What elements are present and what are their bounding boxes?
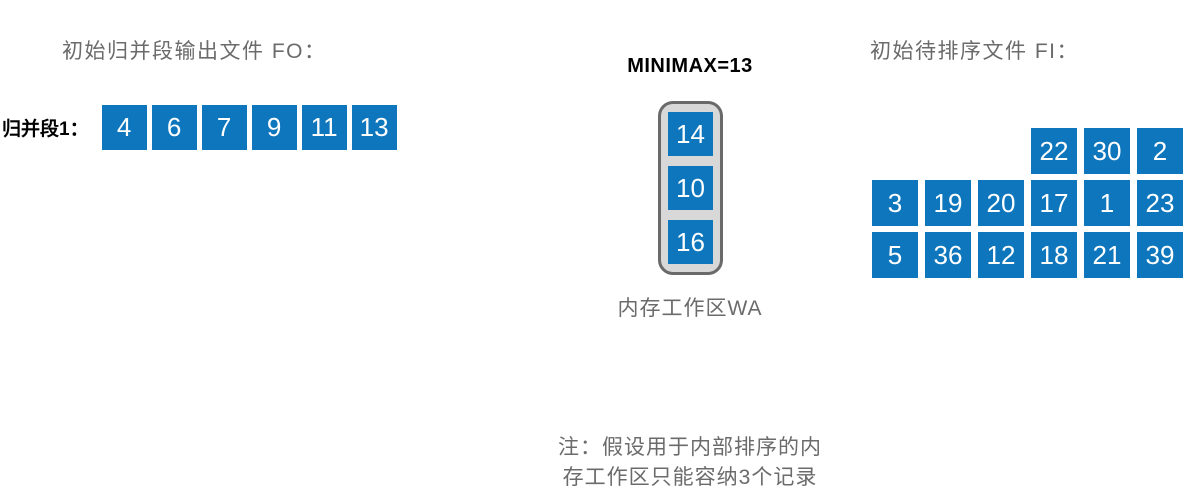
fi-cell-r3c3: 12 <box>978 232 1024 278</box>
wa-cell-1: 14 <box>668 112 713 156</box>
fo-cell-5: 11 <box>301 105 347 150</box>
fi-grid: 22 30 2 3 19 20 17 1 23 5 36 12 18 21 39 <box>872 128 1183 278</box>
fi-cell-r2c4: 17 <box>1031 180 1077 226</box>
fi-cell-r2c6: 23 <box>1137 180 1183 226</box>
fo-cell-3: 7 <box>201 105 247 150</box>
fi-cell-r1c4: 22 <box>1031 128 1077 174</box>
minimax-label: MINIMAX=13 <box>627 55 753 77</box>
fi-cell-r2c1: 3 <box>872 180 918 226</box>
fi-title: 初始待排序文件 FI： <box>870 40 1079 63</box>
fi-cell-r2c2: 19 <box>925 180 971 226</box>
note-line-1: 注：假设用于内部排序的内 <box>558 436 822 459</box>
fi-cell-r3c2: 36 <box>925 232 971 278</box>
fi-cell-r1c5: 30 <box>1084 128 1130 174</box>
fi-cell-r3c4: 18 <box>1031 232 1077 278</box>
wa-cell-3: 16 <box>668 220 713 264</box>
note-text: 注：假设用于内部排序的内 存工作区只能容纳3个记录 <box>440 433 940 493</box>
fo-cell-4: 9 <box>251 105 297 150</box>
fo-cells: 4 6 7 9 11 13 <box>101 105 397 150</box>
wa-container: 14 10 16 <box>658 101 723 275</box>
fo-cell-1: 4 <box>101 105 147 150</box>
fi-cell-r2c3: 20 <box>978 180 1024 226</box>
fi-cell-r3c6: 39 <box>1137 232 1183 278</box>
fo-segment-label: 归并段1： <box>2 119 89 140</box>
fo-title: 初始归并段输出文件 FO： <box>62 40 327 63</box>
fi-cell-r1c6: 2 <box>1137 128 1183 174</box>
fo-cell-6: 13 <box>351 105 397 150</box>
note-line-2: 存工作区只能容纳3个记录 <box>562 466 818 489</box>
fo-segment-row: 归并段1： 4 6 7 9 11 13 <box>2 105 397 150</box>
wa-caption: 内存工作区WA <box>617 297 763 320</box>
fi-cell-r3c5: 21 <box>1084 232 1130 278</box>
fi-cell-r2c5: 1 <box>1084 180 1130 226</box>
wa-cell-2: 10 <box>668 166 713 210</box>
fo-cell-2: 6 <box>151 105 197 150</box>
fi-cell-r3c1: 5 <box>872 232 918 278</box>
